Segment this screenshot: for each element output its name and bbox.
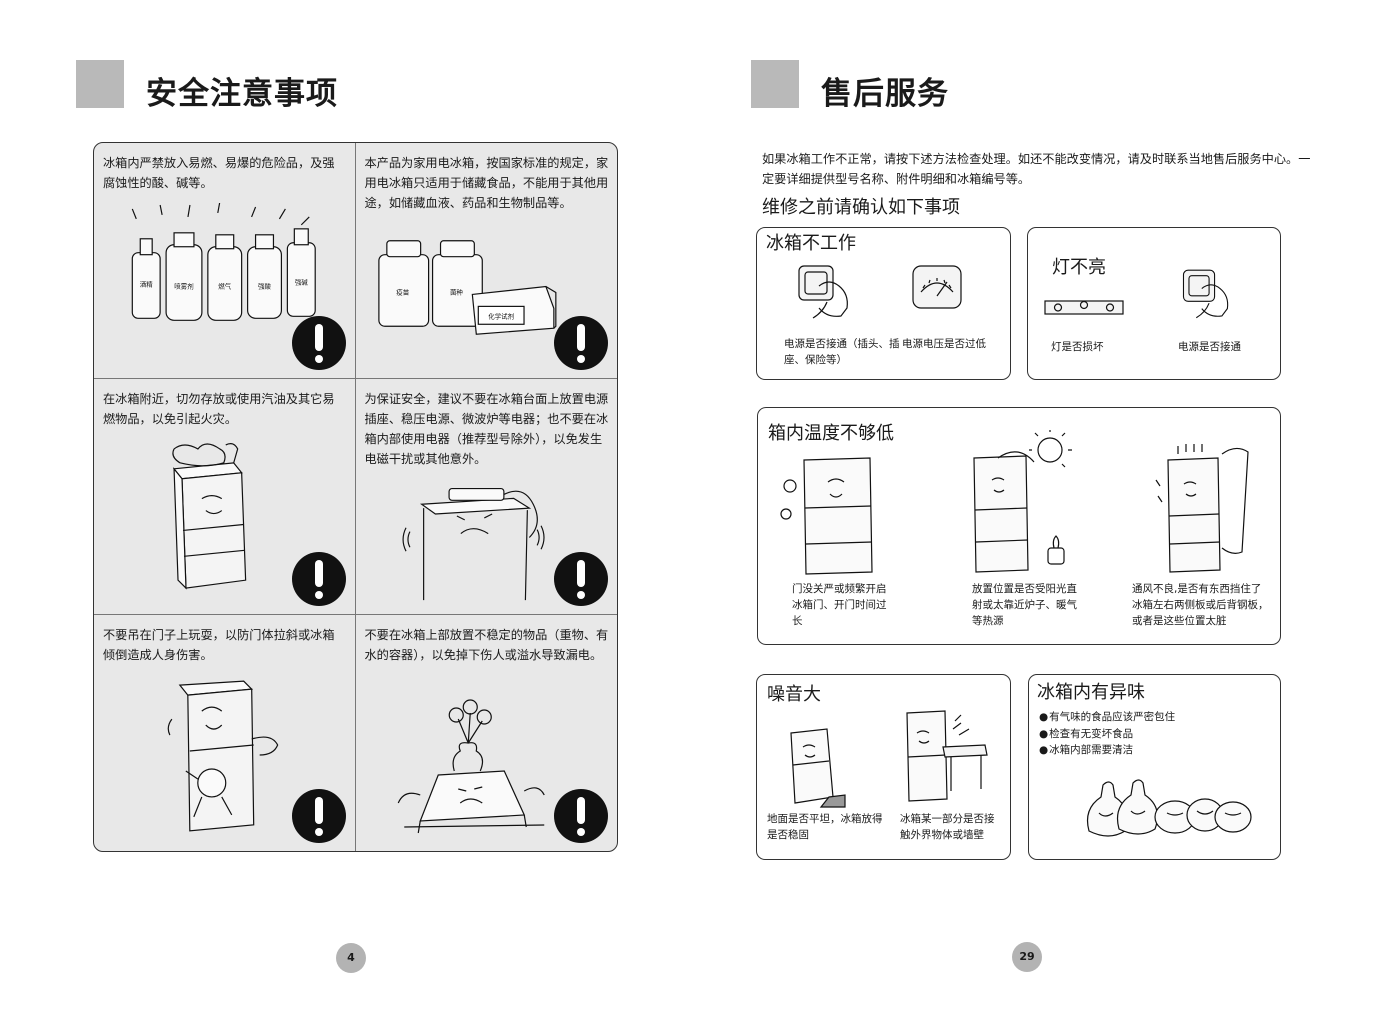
- box-title: 噪音大: [767, 684, 821, 705]
- section-subtitle: 维修之前请确认如下事项: [762, 197, 960, 218]
- caption: 通风不良,是否有东西挡住了冰箱左右两侧板或后背钢板，或者是这些位置太脏: [1132, 583, 1269, 627]
- safety-cell-4: 为保证安全，建议不要在冰箱台面上放置电源插座、稳压电源、微波炉等电器；也不要在冰…: [355, 379, 617, 615]
- caption: 电源电压是否过低: [902, 338, 986, 350]
- box-label-reagent: 化学试剂: [488, 311, 514, 320]
- voltmeter-icon: [907, 262, 967, 314]
- box-title: 冰箱内有异味: [1037, 682, 1145, 703]
- warning-exclamation-icon: [291, 552, 346, 606]
- light-bulb-strip-icon: [1042, 296, 1126, 318]
- warning-exclamation-icon: [554, 789, 608, 843]
- intro-paragraph: 如果冰箱工作不正常，请按下述方法检查处理。如还不能改变情况，请及时联系当地售后服…: [762, 152, 1311, 186]
- plug-socket-icon: [793, 262, 863, 322]
- child-hanging-door-illustration: [102, 675, 347, 843]
- safety-text: 不要在冰箱上部放置不稳定的物品（重物、有水的容器），以免掉下伤人或溢水导致漏电。: [364, 628, 609, 662]
- box-title: 箱内温度不够低: [768, 423, 894, 444]
- caption: 冰箱某一部分是否接触外界物体或墙壁: [900, 813, 995, 841]
- plug-socket-icon: [1178, 264, 1242, 324]
- box-title: 冰箱不工作: [766, 233, 856, 254]
- page-number-badge: 29: [1012, 942, 1042, 972]
- warning-exclamation-icon: [554, 552, 608, 606]
- caption: 灯是否损坏: [1051, 341, 1104, 353]
- tilted-fridge-illustration: [781, 725, 851, 809]
- right-page: 售后服务 如果冰箱工作不正常，请按下述方法检查处理。如还不能改变情况，请及时联系…: [690, 0, 1380, 1020]
- safety-text: 在冰箱附近，切勿存放或使用汽油及其它易燃物品，以免引起火灾。: [103, 392, 335, 426]
- safety-cell-1: 冰箱内严禁放入易燃、易爆的危险品，及强腐蚀性的酸、碱等。: [94, 143, 356, 379]
- warning-exclamation-icon: [291, 789, 346, 843]
- fridge-door-open-illustration: [778, 452, 888, 576]
- fridge-not-working-box: 冰箱不工作 电源是否接通（插头、插座、保险等） 电源电压是否过低: [756, 227, 1011, 380]
- safety-cell-6: 不要在冰箱上部放置不稳定的物品（重物、有水的容器），以免掉下伤人或溢水导致漏电。: [356, 615, 618, 851]
- jar-label-vaccine: 疫苗: [396, 287, 409, 296]
- loud-noise-box: 噪音大 地面是否平坦，冰箱放得是否稳固 冰箱某一部分是否接触外界物体或墙壁: [756, 674, 1011, 860]
- temp-not-low-box: 箱内温度不够低: [757, 407, 1281, 645]
- medical-jars-illustration: 疫苗 菌种 化学试剂: [364, 203, 610, 370]
- bottle-label-acid: 强酸: [258, 281, 271, 290]
- left-page: 安全注意事项 冰箱内严禁放入易燃、易爆的危险品，及强腐蚀性的酸、碱等。: [76, 60, 618, 973]
- fridge-heat-sun-illustration: [958, 430, 1088, 576]
- safety-text: 为保证安全，建议不要在冰箱台面上放置电源插座、稳压电源、微波炉等电器；也不要在冰…: [364, 392, 609, 466]
- caption: 地面是否平坦，冰箱放得是否稳固: [767, 813, 883, 841]
- bottle-label-alcohol: 酒精: [140, 280, 153, 289]
- bottle-label-spray: 喷雾剂: [174, 281, 193, 290]
- fridge-fire-illustration: [102, 439, 347, 606]
- safety-cell-2: 本产品为家用电冰箱，按国家标准的规定，家用电冰箱只适用于储藏食品，不能用于其他用…: [355, 143, 617, 379]
- light-not-on-box: 灯不亮 灯是否损坏 电源是否接通: [1027, 227, 1281, 380]
- fridge-power-strip-illustration: [364, 469, 610, 606]
- caption: 电源是否接通: [1178, 341, 1241, 353]
- safety-text: 本产品为家用电冰箱，按国家标准的规定，家用电冰箱只适用于储藏食品，不能用于其他用…: [364, 156, 609, 210]
- header-square: [751, 60, 799, 108]
- bullet-item: 检查有无变坏食品: [1039, 726, 1175, 743]
- hazard-bottles-illustration: 酒精 喷雾剂 燃气 强酸 强碱: [102, 203, 347, 370]
- vase-on-fridge-illustration: [364, 685, 610, 843]
- warning-exclamation-icon: [291, 316, 346, 370]
- bullet-item: 冰箱内部需要清洁: [1039, 742, 1175, 759]
- safety-text: 不要吊在门子上玩耍，以防门体拉斜或冰箱倾倒造成人身伤害。: [103, 628, 335, 662]
- bottle-label-alkali: 强碱: [295, 279, 308, 287]
- caption: 门没关严或频繁开启冰箱门、开门时间过长: [792, 583, 887, 627]
- bottle-label-gas: 燃气: [218, 281, 231, 290]
- bullet-item: 有气味的食品应该严密包住: [1039, 709, 1175, 726]
- box-title: 灯不亮: [1052, 257, 1106, 278]
- wrapped-food-illustration: [1079, 769, 1259, 845]
- odor-bullet-list: 有气味的食品应该严密包住 检查有无变坏食品 冰箱内部需要清洁: [1039, 709, 1175, 759]
- fridge-blocked-vent-illustration: [1148, 440, 1258, 576]
- safety-text: 冰箱内严禁放入易燃、易爆的危险品，及强腐蚀性的酸、碱等。: [103, 156, 335, 190]
- jar-label-strain: 菌种: [449, 287, 462, 296]
- safety-cell-5: 不要吊在门子上玩耍，以防门体拉斜或冰箱倾倒造成人身伤害。: [94, 615, 356, 851]
- safety-cell-3: 在冰箱附近，切勿存放或使用汽油及其它易燃物品，以免引起火灾。: [94, 379, 356, 615]
- fridge-touching-table-illustration: [897, 707, 997, 807]
- page-title: 安全注意事项: [146, 76, 338, 112]
- caption: 电源是否接通（插头、插座、保险等）: [784, 338, 900, 366]
- odor-box: 冰箱内有异味 有气味的食品应该严密包住 检查有无变坏食品 冰箱内部需要清洁: [1028, 674, 1281, 860]
- warning-exclamation-icon: [554, 316, 608, 370]
- page-title: 售后服务: [821, 76, 949, 112]
- header-square: [76, 60, 124, 108]
- page-number-badge: 4: [336, 943, 366, 973]
- safety-grid: 冰箱内严禁放入易燃、易爆的危险品，及强腐蚀性的酸、碱等。: [93, 142, 618, 852]
- caption: 放置位置是否受阳光直射或太靠近炉子、暖气等热源: [972, 583, 1077, 627]
